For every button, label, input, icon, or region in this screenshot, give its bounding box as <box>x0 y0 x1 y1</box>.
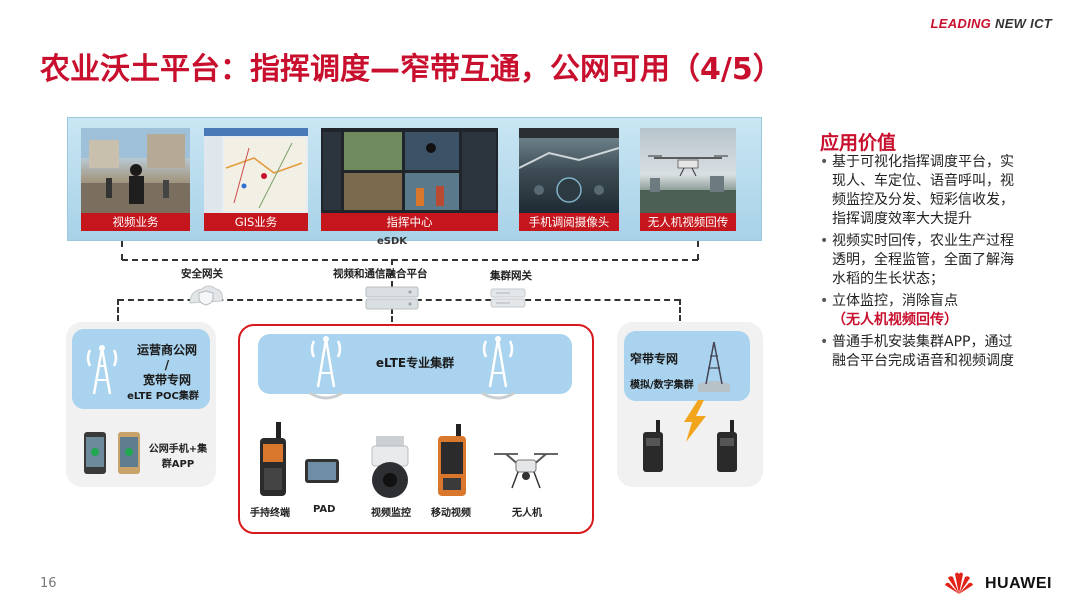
value-item-text: 立体监控，消除盲点 <box>832 293 958 309</box>
app-label: 视频业务 <box>81 213 190 231</box>
server-icon <box>364 285 420 315</box>
value-item: 视频实时回传，农业生产过程透明，全程监管，全面了解海水稻的生长状态； <box>818 232 1018 289</box>
phone-camera-image <box>519 128 619 213</box>
trunk-gateway-icon <box>488 286 528 314</box>
public-network-line: 运营商公网 <box>136 343 197 357</box>
analog-digital-label: 模拟/数字集群 <box>630 380 694 391</box>
slogan-new-ict: NEW ICT <box>995 16 1052 31</box>
gis-map-image <box>204 128 308 213</box>
connector-line <box>391 259 393 287</box>
elte-cluster-label: eLTE专业集群 <box>375 356 455 370</box>
command-center-image <box>321 128 498 213</box>
app-tile-drone-video[interactable]: 无人机视频回传 <box>640 128 736 231</box>
value-item-text: 视频实时回传，农业生产过程透明，全程监管，全面了解海水稻的生长状态； <box>832 233 1014 287</box>
connector-line <box>121 241 123 260</box>
app-label: GIS业务 <box>204 213 308 231</box>
security-gateway-icon <box>186 283 226 311</box>
slogan-leading: LEADING <box>930 16 992 31</box>
connector-line <box>391 308 393 338</box>
public-network-box <box>72 329 210 409</box>
value-item: 基于可视化指挥调度平台，实现人、车定位、语音呼叫，视频监控及分发、短彩信收发，指… <box>818 153 1018 229</box>
brand-name: HUAWEI <box>985 575 1052 592</box>
public-phone-line: 公网手机+集 <box>148 444 208 455</box>
value-item: 立体监控，消除盲点 （无人机视频回传） <box>818 292 1018 330</box>
app-tile-phone-camera[interactable]: 手机调阅摄像头 <box>519 128 619 231</box>
tower-icon <box>82 340 122 400</box>
app-tile-command-center[interactable]: 指挥中心 <box>321 128 498 231</box>
public-phone-line: 群APP <box>161 459 195 470</box>
lightning-icon <box>676 400 712 446</box>
value-highlight: （无人机视频回传） <box>832 312 958 328</box>
esdk-label: eSDK <box>377 236 408 247</box>
walkie-talkie-icon <box>640 420 666 478</box>
narrowband-label: 窄带专网 <box>630 352 679 366</box>
drone-video-image <box>640 128 736 213</box>
app-label: 手机调阅摄像头 <box>519 213 619 231</box>
value-title: 应用价值 <box>820 132 897 154</box>
connector-line <box>679 299 681 329</box>
page-title: 农业沃土平台：指挥调度—窄带互通，公网可用（4/5） <box>40 52 783 87</box>
smartphone-icon <box>82 430 142 480</box>
app-label: 无人机视频回传 <box>640 213 736 231</box>
connector-line <box>117 299 119 329</box>
trunk-gateway-label: 集群网关 <box>490 270 532 282</box>
mobile-video-icon <box>434 424 470 504</box>
app-label: 指挥中心 <box>321 213 498 231</box>
application-panel: 视频业务 GIS业务 <box>67 117 762 241</box>
security-gateway-label: 安全网关 <box>181 268 223 280</box>
tower-icon <box>694 338 734 396</box>
dome-camera-icon <box>368 436 412 506</box>
slogan: LEADING NEW ICT <box>930 16 1052 31</box>
walkie-talkie-icon <box>714 420 740 478</box>
connector-line <box>697 241 699 260</box>
elte-poc-label: eLTE POC集群 <box>127 391 199 402</box>
tower-icon <box>480 331 516 407</box>
pad-icon <box>304 458 340 490</box>
value-item-text: 基于可视化指挥调度平台，实现人、车定位、语音呼叫，视频监控及分发、短彩信收发，指… <box>832 154 1014 227</box>
elte-cluster-box <box>258 334 572 394</box>
drone-icon <box>488 444 564 496</box>
public-network-text: 运营商公网 / 宽带专网 <box>124 343 210 388</box>
public-network-line: 宽带专网 <box>142 373 191 387</box>
app-tile-video[interactable]: 视频业务 <box>81 128 190 231</box>
platform-label: 视频和通信融合平台 <box>333 268 428 280</box>
device-label: PAD <box>313 504 336 515</box>
device-label: 手持终端 <box>250 508 290 519</box>
value-item-text: 普通手机安装集群APP，通过融合平台完成语音和视频调度 <box>832 334 1014 369</box>
video-service-image <box>81 128 190 213</box>
esdk-bus-line <box>122 259 698 261</box>
handheld-terminal-icon <box>256 422 290 504</box>
value-list: 基于可视化指挥调度平台，实现人、车定位、语音呼叫，视频监控及分发、短彩信收发，指… <box>818 153 1018 374</box>
device-label: 移动视频 <box>431 508 471 519</box>
huawei-logo-icon <box>944 570 974 600</box>
tower-icon <box>308 331 344 407</box>
public-network-line: / <box>164 358 170 372</box>
app-tile-gis[interactable]: GIS业务 <box>204 128 308 231</box>
value-item: 普通手机安装集群APP，通过融合平台完成语音和视频调度 <box>818 333 1018 371</box>
device-label: 视频监控 <box>371 508 411 519</box>
public-phone-label: 公网手机+集 群APP <box>146 440 210 470</box>
page-number: 16 <box>40 576 57 591</box>
device-label: 无人机 <box>512 508 542 519</box>
